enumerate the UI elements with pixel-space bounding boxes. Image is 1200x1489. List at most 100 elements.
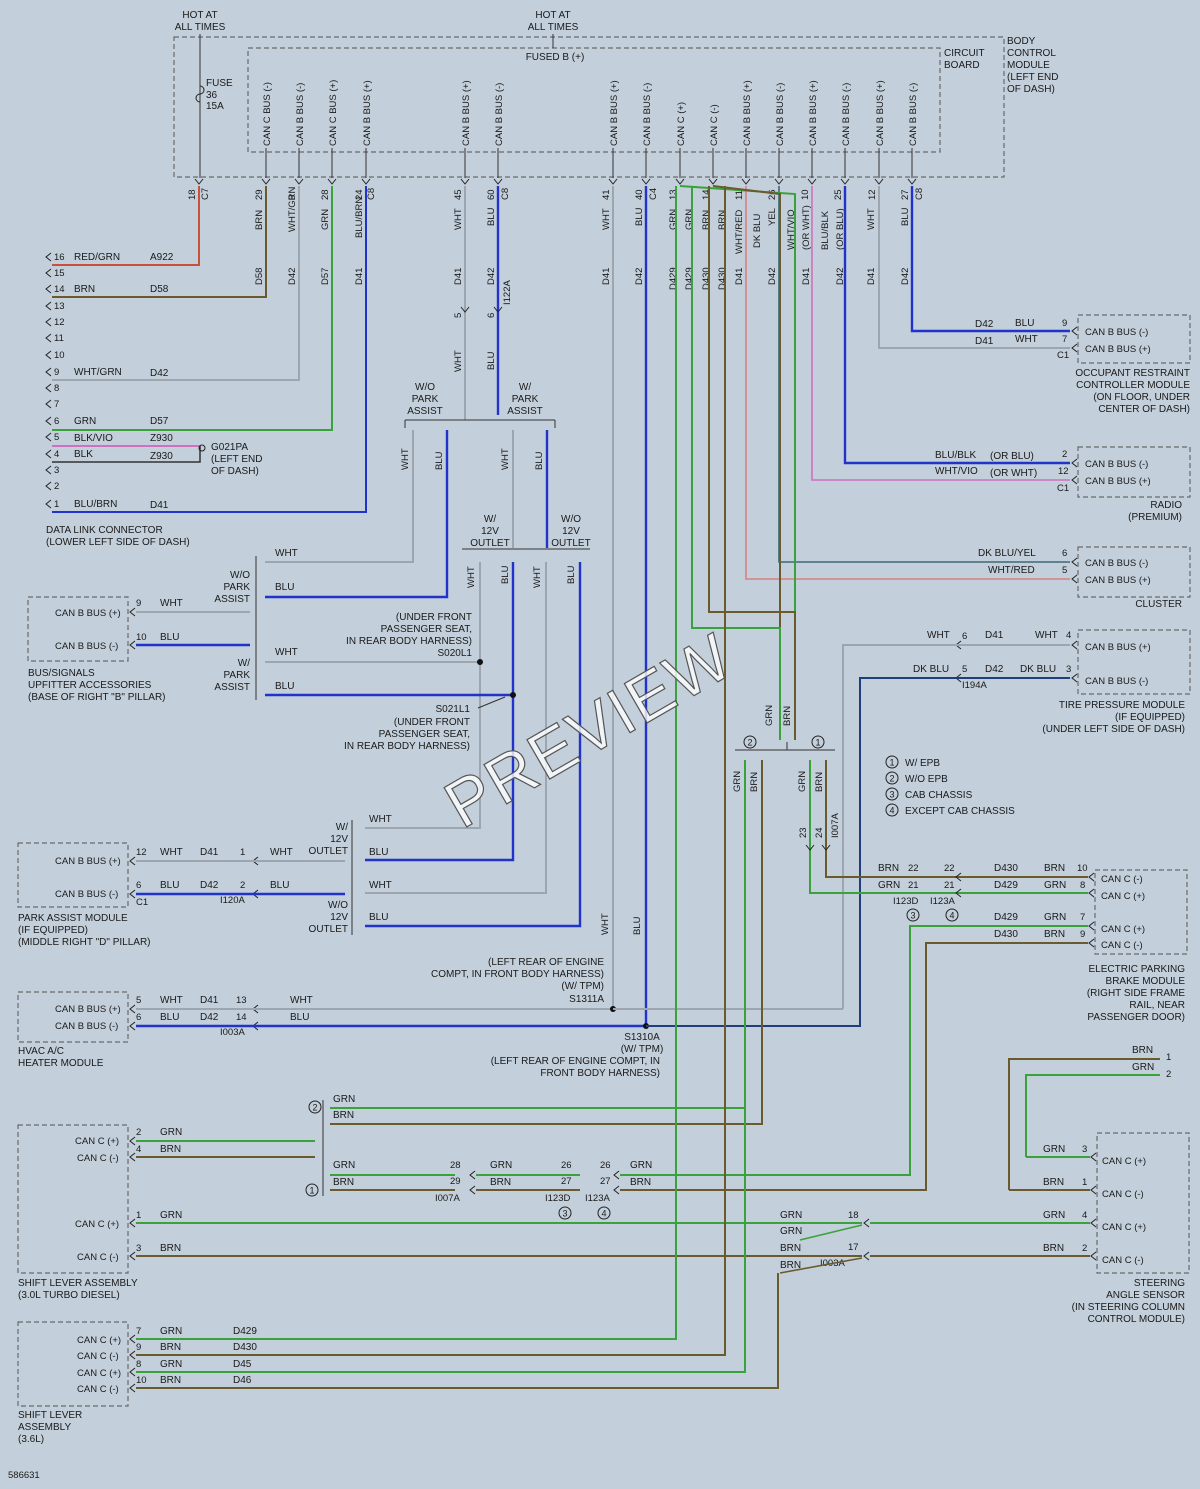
dlc-pin-number: 5 [54, 432, 59, 443]
option-label: W/O [561, 514, 581, 525]
wire-color-label: GRN [333, 1094, 355, 1105]
upfitter-module-box [27, 596, 129, 662]
dlc-pin [45, 350, 52, 360]
module-name: PASSENGER DOOR) [1087, 1012, 1185, 1023]
circuit-id: D42 [835, 268, 846, 285]
circuit-id: D429 [684, 267, 695, 290]
option-circle [906, 908, 920, 922]
pin-number: 26 [561, 1160, 572, 1171]
wire-brn [712, 185, 781, 740]
connector-pin [129, 889, 136, 899]
bus-terminal-label: CAN C BUS (+) [328, 80, 339, 146]
pin-number: 14 [236, 1012, 247, 1023]
splice-label: IN REAR BODY HARNESS) [344, 741, 470, 752]
connector-pin [129, 856, 136, 866]
pin-number: 6 [136, 880, 141, 891]
dlc-pin [45, 268, 52, 278]
wire-color-label: GRN [160, 1127, 182, 1138]
wire-color-label: WHT [500, 448, 511, 470]
module-name: (PREMIUM) [1128, 512, 1182, 523]
pin-number: 10 [1077, 863, 1088, 874]
pin-number: 3 [136, 1243, 141, 1254]
legend-label: CAB CHASSIS [905, 790, 973, 801]
pin-number: 1 [136, 1210, 141, 1221]
dlc-pin-number: 10 [54, 350, 65, 361]
wire-grn [52, 186, 333, 431]
pin-number: 6 [486, 313, 497, 318]
bus-terminal-label: CAN B BUS (+) [461, 80, 472, 146]
ground-label: G021PA [211, 442, 248, 453]
connector-pin [807, 178, 817, 185]
splice-label: (LEFT REAR OF ENGINE [488, 957, 604, 968]
connector-pin [129, 1152, 136, 1162]
wire-color-label: WHT [927, 630, 950, 641]
circuit-id: D430 [701, 267, 712, 290]
wire-grn [691, 186, 781, 740]
connector-pin [774, 178, 784, 185]
terminal-label: CAN C (-) [1102, 1255, 1144, 1266]
option-label: 12V [330, 834, 348, 845]
circuit-id: D430 [994, 929, 1018, 940]
wire-color-label: WHT [601, 208, 612, 230]
pin-number: 21 [908, 880, 919, 891]
connector-pin [907, 178, 917, 185]
pin-number: 4 [136, 1144, 141, 1155]
wire-wht [365, 562, 547, 894]
wire-color-label: GRN [74, 416, 96, 427]
wire-blu-brn [52, 186, 367, 513]
pin-number: 12 [136, 847, 147, 858]
wire-color-label: BRN [254, 210, 265, 230]
pin-number: 18 [848, 1210, 859, 1221]
circuit-id: D42 [287, 268, 298, 285]
wire-color-label: (OR BLU) [990, 451, 1034, 462]
terminal-label: CAN C (-) [77, 1384, 119, 1395]
pin-number: 41 [601, 189, 612, 200]
connector-pin [675, 178, 685, 185]
module-name: (ON FLOOR, UNDER [1093, 392, 1190, 403]
wire-blk [52, 446, 201, 463]
pin-number: 22 [908, 863, 919, 874]
option-number: 3 [889, 790, 894, 800]
wire-color-label: BRN [878, 863, 899, 874]
option-label: ASSIST [507, 406, 543, 417]
module-name: (IF EQUIPPED) [18, 925, 88, 936]
terminal-label: CAN B BUS (+) [55, 856, 121, 867]
terminal-label: CAN B BUS (+) [55, 608, 121, 619]
circuit-id: D41 [601, 268, 612, 285]
wire-color-label: WHT [453, 208, 464, 230]
wire-color-label: WHT/VIO [786, 209, 797, 250]
connector-pin [1090, 1251, 1097, 1261]
splice-label: IN REAR BODY HARNESS) [346, 636, 472, 647]
connector-id: I120A [220, 895, 245, 906]
dlc-pin-number: 16 [54, 252, 65, 263]
pin-number: 2 [1062, 449, 1067, 460]
pin-number: 7 [1080, 912, 1085, 923]
terminal-label: CAN C (+) [75, 1136, 119, 1147]
pin-number: 25 [833, 189, 844, 200]
option-label: ASSIST [214, 682, 250, 693]
connector-id: I194A [962, 680, 987, 691]
dlc-pin [45, 399, 52, 409]
pin-number: 9 [1062, 318, 1067, 329]
option-label: PARK [512, 394, 539, 405]
splice-s021l1 [510, 692, 516, 698]
connector-pin [741, 178, 751, 185]
wire-color-label: BRN [701, 210, 712, 230]
connector-pin [129, 1004, 136, 1014]
fused-b-label: FUSED B (+) [526, 52, 585, 63]
connector-pin [955, 888, 962, 898]
option-number: 3 [562, 1209, 567, 1219]
connector-pin [129, 1021, 136, 1031]
connector-id: I007A [830, 813, 841, 838]
bus-terminal-label: CAN B BUS (-) [841, 83, 852, 146]
wire-color-label: BLU [900, 207, 911, 226]
circuit-id: A922 [150, 252, 174, 263]
option-circle [885, 771, 899, 785]
wire-color-label: BLU [270, 880, 289, 891]
pin-number: 6 [136, 1012, 141, 1023]
wire-brn [52, 186, 267, 298]
wire-color-label: BRN [333, 1110, 354, 1121]
wire-color-label: BLU/BLK [820, 210, 831, 250]
pin-number: 23 [798, 827, 809, 838]
